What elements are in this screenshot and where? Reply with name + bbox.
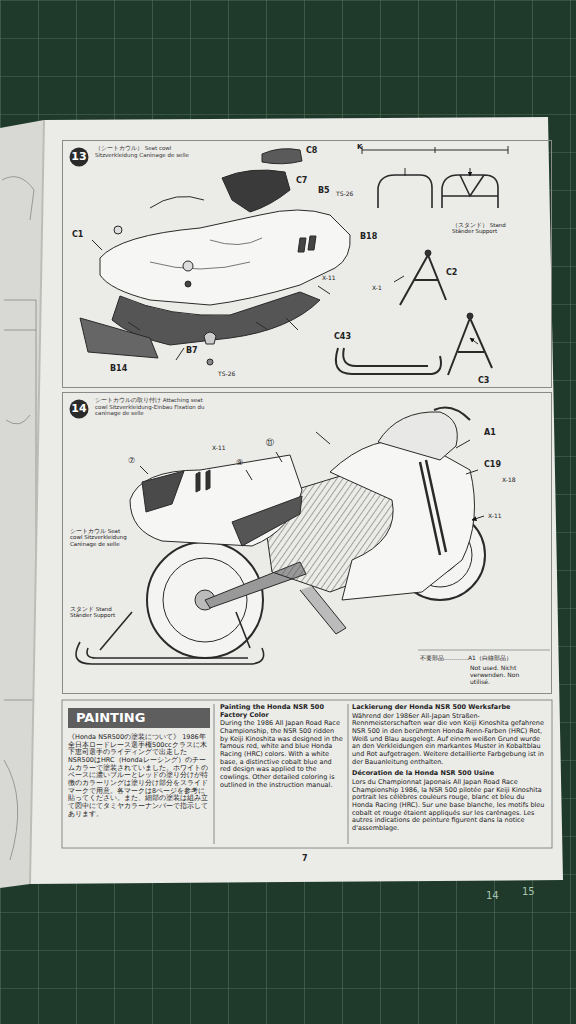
step-13-illustration bbox=[80, 146, 508, 375]
ruler-number: 14 bbox=[486, 890, 499, 902]
painting-panel bbox=[62, 700, 552, 848]
part-number: B7 bbox=[186, 346, 198, 355]
body-text: 《Honda NSR500の塗装について》 1986年全日本ロードレース選手権5… bbox=[68, 734, 210, 818]
ruler-number: 15 bbox=[522, 886, 535, 898]
part-number: A1 bbox=[484, 428, 496, 437]
column-heading: Décoration de la Honda NSR 500 Usine bbox=[352, 770, 546, 778]
part-number: C7 bbox=[296, 176, 307, 185]
step-14-illustration bbox=[76, 408, 550, 664]
screw-code: TS-26 bbox=[336, 190, 353, 197]
step-number: 14 bbox=[69, 399, 89, 419]
part-caption: （スタンド） Stand Ständer Support bbox=[452, 222, 510, 235]
part-caption: スタンド Stand Ständer Support bbox=[70, 606, 124, 619]
not-used-note: 不要部品…………A1（白線部品） bbox=[420, 654, 512, 661]
part-number: C1 bbox=[72, 230, 83, 239]
part-caption: シートカウル Seat cowl Sitzverkleidung Carénag… bbox=[70, 528, 128, 547]
part-number: B14 bbox=[110, 364, 127, 373]
screw-code: TS-26 bbox=[218, 370, 235, 377]
step-number-circle: 14 bbox=[69, 399, 89, 419]
callout-number: ⑪ bbox=[266, 438, 274, 447]
part-number: C19 bbox=[484, 460, 501, 469]
screw-code: X-11 bbox=[322, 274, 336, 281]
left-page-drawing bbox=[2, 177, 36, 860]
page-number: 7 bbox=[302, 854, 308, 863]
body-text: During the 1986 All Japan Road Race Cham… bbox=[220, 720, 344, 789]
column-heading: Lackierung der Honda NSR 500 Werksfarbe bbox=[352, 704, 546, 712]
manual-page bbox=[30, 117, 563, 884]
part-number: B18 bbox=[360, 232, 377, 241]
callout-number: ⑨ bbox=[236, 458, 243, 467]
part-number: C3 bbox=[478, 376, 489, 385]
screw-code: X-11 bbox=[488, 512, 502, 519]
section-title: PAINTING bbox=[68, 708, 210, 728]
part-number: C43 bbox=[334, 332, 351, 341]
page-fold bbox=[30, 120, 44, 884]
step-number: 13 bbox=[69, 147, 89, 167]
callout-number: ⑦ bbox=[128, 456, 135, 465]
body-text: Während der 1986er All-Japan Straßen-Ren… bbox=[352, 713, 546, 767]
part-number: C8 bbox=[306, 146, 317, 155]
step-heading: シートカウルの取り付け Attaching seat cowl Sitzverk… bbox=[95, 397, 207, 417]
part-number: C2 bbox=[446, 268, 457, 277]
step-heading: （シートカウル） Seat cowl Sitzverkleidung Carén… bbox=[95, 145, 207, 158]
step-panel: シートカウルの取り付け Attaching seat cowl Sitzverk… bbox=[62, 392, 552, 694]
screw-code: X-1 bbox=[372, 284, 382, 291]
step-number-circle: 13 bbox=[69, 147, 89, 167]
screw-code: X-11 bbox=[212, 444, 226, 451]
not-used-note: Not used. Nicht verwenden. Non utilisé. bbox=[470, 664, 534, 685]
screw-code: X-18 bbox=[502, 476, 516, 483]
body-text: Lors du Championnat Japonais All Japan R… bbox=[352, 779, 546, 833]
scale-letter: K bbox=[357, 143, 362, 151]
part-number: B5 bbox=[318, 186, 330, 195]
column-heading: Painting the Honda NSR 500 Factory Color bbox=[220, 704, 344, 719]
section-banner: PAINTING bbox=[68, 708, 210, 728]
